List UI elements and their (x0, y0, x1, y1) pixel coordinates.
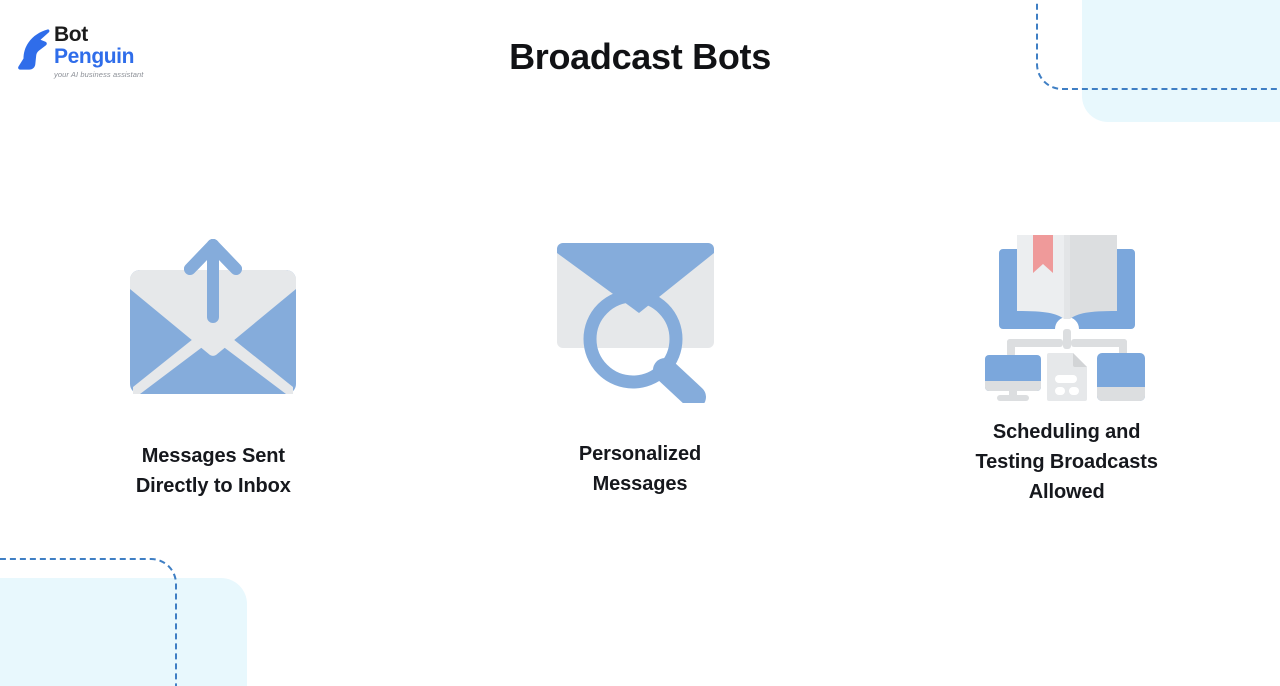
feature-item-scheduling-testing: Scheduling and Testing Broadcasts Allowe… (853, 215, 1280, 507)
brand-name-bottom: Penguin (54, 45, 135, 68)
feature-item-messages-sent: Messages Sent Directly to Inbox (0, 215, 427, 507)
decor-dashed-outline-bottom-left (0, 558, 177, 686)
envelope-with-magnifying-glass-icon (557, 243, 714, 403)
feature-label: Messages Sent Directly to Inbox (135, 445, 291, 497)
envelope-with-up-arrow-icon (130, 239, 297, 394)
feature-icon-wrapper (977, 215, 1157, 415)
decor-fill-top-right (1082, 0, 1280, 122)
feature-label: Personalized Messages (578, 443, 702, 495)
brand-name-top: Bot (54, 23, 88, 46)
decor-dashed-outline-top-right (1036, 0, 1280, 90)
open-book-with-devices-icon (984, 235, 1145, 401)
brand-logo[interactable]: Bot Penguin your AI business assistant (16, 24, 143, 79)
feature-item-personalized-messages: Personalized Messages (427, 215, 854, 507)
feature-icon-wrapper (128, 215, 298, 415)
penguin-logo-icon (18, 29, 50, 70)
feature-list: Messages Sent Directly to Inbox Personal… (0, 215, 1280, 507)
feature-icon-wrapper (555, 215, 725, 415)
brand-tagline: your AI business assistant (54, 70, 144, 79)
feature-label: Scheduling and Testing Broadcasts Allowe… (975, 421, 1158, 503)
decor-fill-bottom-left (0, 578, 247, 686)
page-title: Broadcast Bots (509, 36, 771, 77)
